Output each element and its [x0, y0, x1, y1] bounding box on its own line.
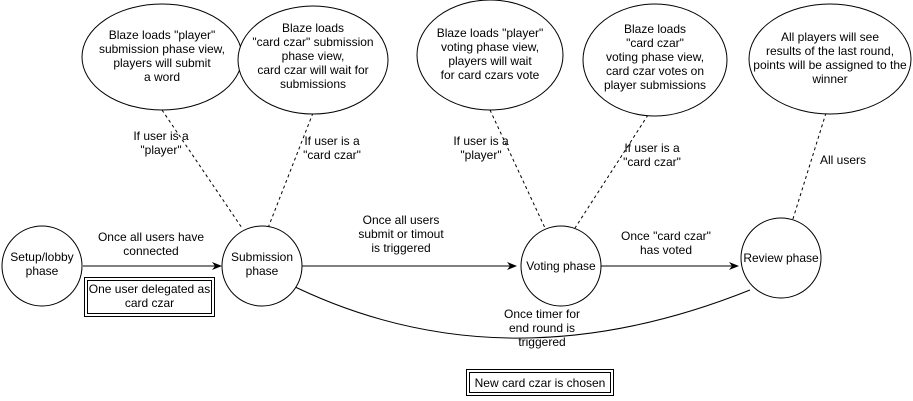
text-line: players will submit	[113, 56, 211, 70]
text-line: If user is a	[624, 141, 680, 155]
text-line: Blaze loads	[282, 21, 344, 35]
text-line: "card czar"	[626, 36, 684, 50]
text-line: Blaze loads "player"	[437, 26, 544, 40]
text-line: One user delegated as	[89, 282, 210, 296]
text-line: submission phase view,	[99, 42, 225, 56]
text-line: a word	[144, 70, 180, 84]
text-line: has voted	[640, 243, 692, 257]
condition-review-all-users: All users	[820, 153, 866, 167]
dashed-link-player-voting	[489, 109, 546, 229]
text-line: players will wait	[448, 54, 532, 68]
text-line: Voting phase	[526, 259, 596, 273]
text-line: Once timer for	[504, 307, 580, 321]
text-line: "player"	[140, 143, 181, 157]
label-review-phase: Review phase	[743, 251, 819, 265]
condition-submission-player: If user is a"player"	[133, 129, 189, 157]
edge-label-voting-to-review: Once "card czar"has voted	[621, 229, 711, 257]
arrow-review-to-submission	[284, 281, 751, 339]
text-line: Review phase	[743, 251, 819, 265]
note-czar-voting-view	[582, 3, 728, 117]
text-line: Once all users	[363, 213, 440, 227]
text-line: winner	[811, 72, 847, 86]
text-line: If user is a	[133, 129, 189, 143]
text-line: voting phase view,	[606, 50, 704, 64]
text-line: connected	[123, 244, 178, 258]
box-new-czar-text: New card czar is chosen	[475, 376, 606, 390]
condition-submission-czar: If user is a"card czar"	[303, 134, 361, 162]
text-line: for card czars vote	[441, 68, 540, 82]
text-line: "card czar" submission	[252, 35, 373, 49]
text-line: If user is a	[453, 134, 509, 148]
node-review-phase	[740, 217, 822, 299]
text-line: Submission	[231, 250, 293, 264]
text-line: Once "card czar"	[621, 229, 711, 243]
note-czar-submission-view	[237, 5, 389, 115]
text-line: Blaze loads	[624, 22, 686, 36]
text-line: "player"	[460, 148, 501, 162]
box-new-czar-inner	[469, 372, 611, 393]
note-player-voting-view	[416, 0, 564, 111]
note-czar-voting-text: Blaze loads"card czar"voting phase view,…	[604, 22, 706, 92]
text-line: Blaze loads "player"	[109, 28, 216, 42]
dashed-link-review-results	[791, 112, 827, 223]
text-line: points will be assigned to the	[753, 58, 907, 72]
dashed-link-player-submission	[161, 109, 243, 229]
text-line: triggered	[518, 335, 565, 349]
text-line: submissions	[280, 77, 346, 91]
note-player-submission-text: Blaze loads "player"submission phase vie…	[99, 28, 225, 84]
node-voting-phase	[520, 225, 602, 307]
text-line: player submissions	[604, 78, 706, 92]
text-line: If user is a	[304, 134, 360, 148]
text-line: "card czar"	[623, 155, 681, 169]
text-line: "card czar"	[303, 148, 361, 162]
condition-voting-player: If user is a"player"	[453, 134, 509, 162]
text-line: voting phase view,	[441, 40, 539, 54]
text-line: phase	[246, 264, 279, 278]
text-line: All players will see	[781, 30, 879, 44]
text-line: card czar votes on	[606, 64, 704, 78]
node-setup-lobby-phase	[1, 225, 83, 307]
dashed-link-czar-submission	[267, 112, 314, 229]
text-line: card czar will wait for	[257, 63, 368, 77]
text-line: phase	[26, 264, 59, 278]
label-voting-phase: Voting phase	[526, 259, 596, 273]
text-line: submit or timout	[358, 227, 444, 241]
text-line: card czar	[125, 296, 174, 310]
note-review-results	[748, 3, 912, 115]
box-czar-delegated-inner	[87, 280, 212, 314]
text-line: New card czar is chosen	[475, 376, 606, 390]
note-player-voting-text: Blaze loads "player"voting phase view,pl…	[437, 26, 544, 82]
text-line: end round is	[509, 321, 575, 335]
text-line: Once all users have	[98, 230, 204, 244]
text-line: Setup/lobby	[10, 250, 73, 264]
text-line: phase view,	[282, 49, 345, 63]
node-submission-phase	[221, 225, 303, 307]
dashed-link-czar-voting	[574, 114, 649, 229]
text-line: results of the last round,	[766, 44, 894, 58]
condition-voting-czar: If user is a"card czar"	[623, 141, 681, 169]
text-line: is triggered	[371, 241, 430, 255]
text-line: All users	[820, 153, 866, 167]
